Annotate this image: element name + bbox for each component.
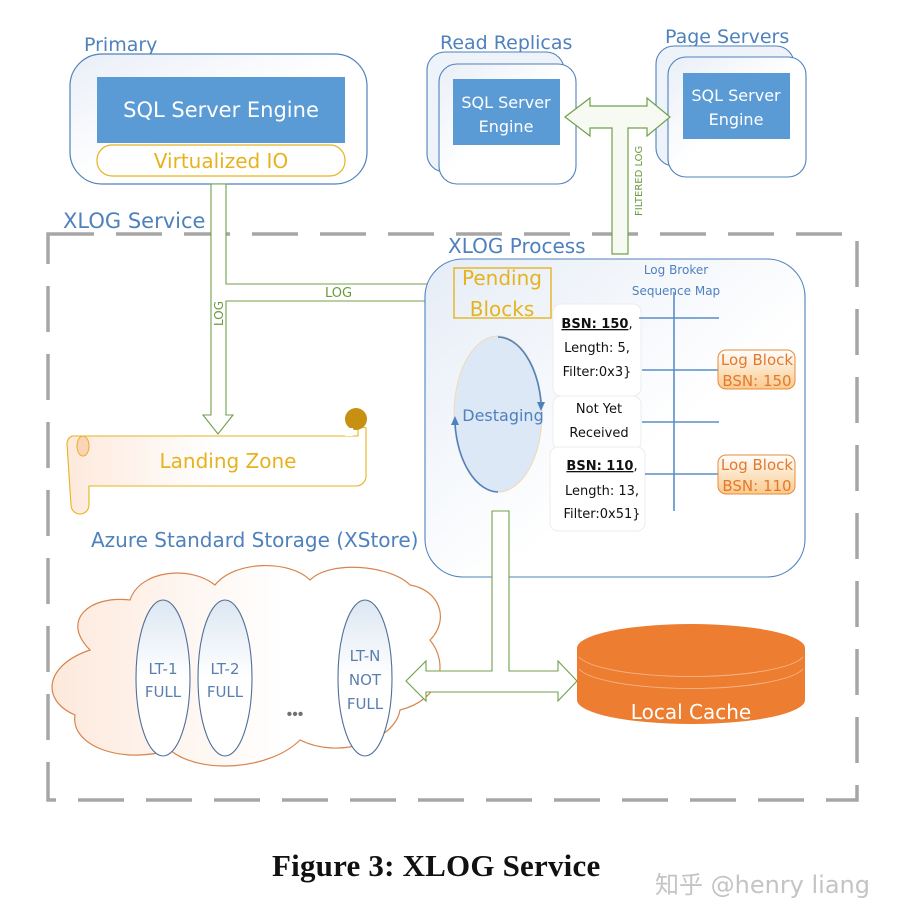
svg-text:BSN: 110: BSN: 110 (722, 477, 791, 495)
svg-text:FULL: FULL (145, 683, 182, 701)
svg-text:BSN: 150: BSN: 150 (722, 372, 791, 390)
log-horizontal-label: LOG (325, 286, 352, 301)
filtered-log-double-arrow (564, 96, 671, 255)
sequence-entry-bsn-150: BSN: 150, Length: 5, Filter:0x3} (552, 303, 642, 397)
xlog-process-title: XLOG Process (448, 234, 586, 258)
read-replica-engine-box (453, 79, 560, 145)
storage-tiles-ellipsis: ••• (287, 706, 304, 723)
svg-text:Log Block: Log Block (721, 351, 793, 369)
sequence-map-label-2: Sequence Map (632, 284, 720, 298)
primary-engine-box (97, 77, 345, 143)
svg-text:Length: 13,: Length: 13, (565, 484, 639, 499)
svg-text:LT-1: LT-1 (148, 660, 177, 678)
pending-blocks-box (453, 267, 552, 319)
landing-zone-scroll (66, 408, 367, 515)
log-arrow (201, 183, 455, 435)
svg-text:BSN: 150,: BSN: 150, (561, 317, 632, 332)
storage-tile-lt-2: LT-2 FULL (197, 599, 253, 757)
page-servers-title: Page Servers (665, 26, 789, 48)
figure-caption: Figure 3: XLOG Service (272, 848, 601, 883)
svg-text:Length: 5,: Length: 5, (564, 341, 630, 356)
svg-text:Log Block: Log Block (721, 456, 793, 474)
log-vertical-label: LOG (212, 301, 226, 326)
svg-text:LT-2: LT-2 (210, 660, 239, 678)
destaging-arrowhead-up (451, 416, 459, 425)
read-replicas-title: Read Replicas (440, 32, 572, 54)
local-cache-cylinder (577, 624, 805, 724)
svg-text:FULL: FULL (207, 683, 244, 701)
storage-title: Azure Standard Storage (XStore) (91, 528, 418, 552)
read-replica-engine-label-2: Engine (479, 117, 534, 136)
pending-blocks-label-2: Blocks (470, 297, 535, 321)
pending-blocks-label-1: Pending (462, 266, 542, 290)
storage-tile-lt-n: LT-N NOT FULL (337, 599, 393, 757)
filtered-log-label: FILTERED LOG (634, 146, 645, 216)
svg-text:NOT: NOT (349, 671, 382, 689)
xlog-service-boundary (46, 232, 859, 802)
destaging-arrow-down (497, 336, 542, 403)
watermark: 知乎 @henry liang (655, 871, 871, 899)
sequence-map-lines (639, 292, 720, 511)
sequence-entry-not-yet-received: Not Yet Received (552, 395, 642, 451)
svg-text:Filter:0x3}: Filter:0x3} (563, 365, 632, 380)
storage-tile-lt-1: LT-1 FULL (135, 599, 191, 757)
sequence-entry-bsn-110: BSN: 110, Length: 13, Filter:0x51} (549, 446, 646, 532)
local-cache-label: Local Cache (631, 700, 751, 724)
virtualized-io-label: Virtualized IO (154, 149, 288, 173)
sequence-map-label-1: Log Broker (644, 263, 708, 277)
destaging-arrowhead-down (537, 402, 545, 411)
svg-text:Filter:0x51}: Filter:0x51} (563, 507, 640, 522)
destaging-label: Destaging (462, 406, 543, 425)
virtualized-io-pill (96, 144, 346, 177)
log-block-bsn-110: Log Block BSN: 110 (717, 454, 796, 495)
destaging-arrow-up (454, 423, 499, 493)
primary-title: Primary (84, 34, 157, 56)
svg-text:Received: Received (569, 426, 628, 441)
destage-double-arrow (405, 510, 578, 703)
landing-zone-label: Landing Zone (160, 449, 297, 473)
page-server-engine-label-1: SQL Server (691, 86, 781, 105)
read-replica-engine-label-1: SQL Server (461, 93, 551, 112)
svg-text:BSN: 110,: BSN: 110, (566, 459, 637, 474)
primary-engine-label: SQL Server Engine (123, 98, 319, 122)
log-block-bsn-150: Log Block BSN: 150 (717, 349, 796, 390)
svg-text:FULL: FULL (347, 695, 384, 713)
svg-text:Not Yet: Not Yet (576, 402, 622, 417)
page-server-engine-box (683, 73, 790, 139)
svg-text:LT-N: LT-N (350, 647, 381, 665)
xlog-service-title: XLOG Service (63, 209, 205, 233)
page-server-engine-label-2: Engine (709, 110, 764, 129)
